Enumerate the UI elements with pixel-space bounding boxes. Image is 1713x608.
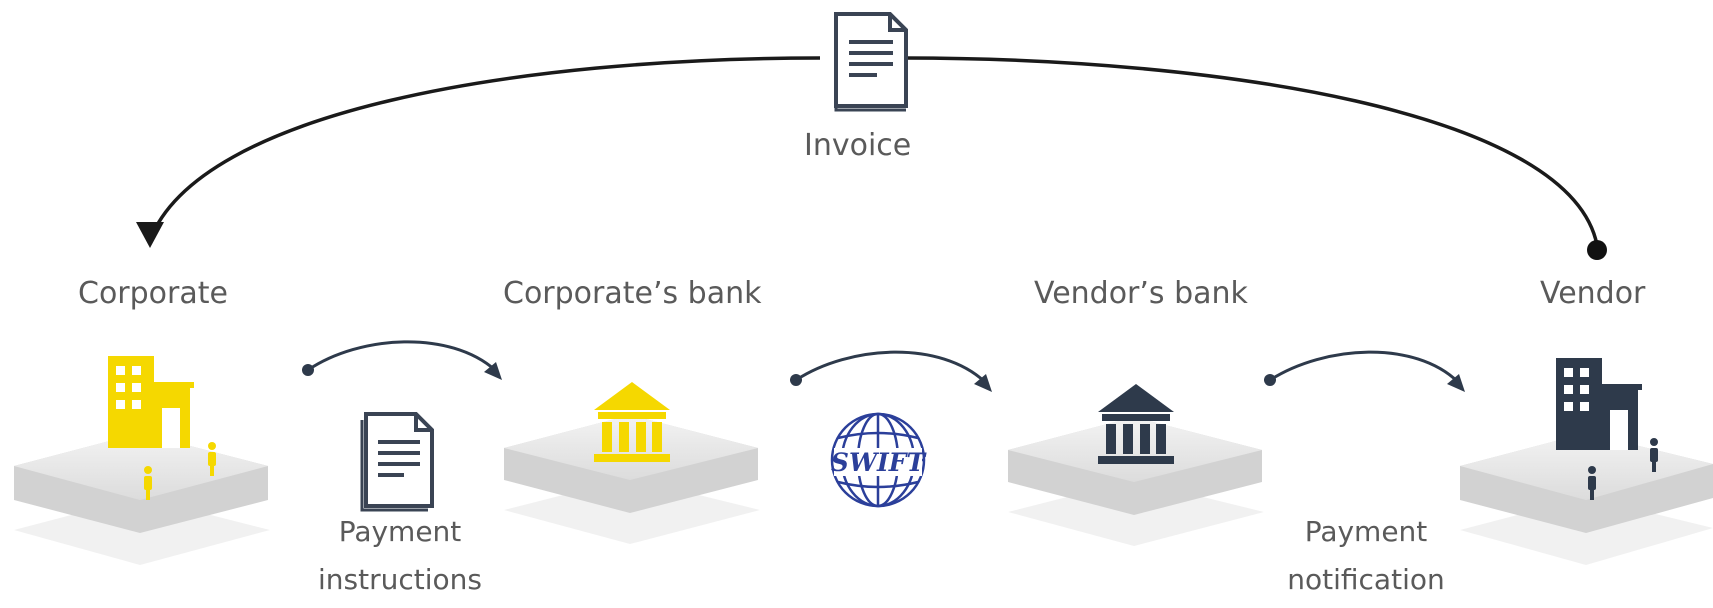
vendor-building-icon xyxy=(1556,358,1642,450)
node-label-vendors-bank: Vendor’s bank xyxy=(1034,276,1248,311)
node-label-corporate: Corporate xyxy=(78,276,228,311)
node-label-corporates-bank: Corporate’s bank xyxy=(503,276,762,311)
swift-label: SWIFT xyxy=(831,448,928,477)
document-icon xyxy=(360,412,434,512)
person-icon xyxy=(1588,438,1658,500)
flow-arrow-swift xyxy=(790,350,992,392)
platform-corporates-bank xyxy=(504,415,760,544)
platform-corporate xyxy=(14,433,270,565)
platform-vendors-bank xyxy=(1008,417,1264,546)
node-label-vendor: Vendor xyxy=(1540,276,1646,311)
payment-notification-caption: Payment notification xyxy=(1266,508,1466,604)
platform-vendor xyxy=(1460,433,1713,565)
flow-arrow-payment-instructions xyxy=(302,340,502,380)
vendors-bank-icon xyxy=(1098,384,1174,464)
payment-instructions-line1: Payment xyxy=(338,515,462,548)
payment-notification-line2: notification xyxy=(1287,563,1445,596)
payment-instructions-line2: instructions xyxy=(318,563,482,596)
invoice-arc-arrow xyxy=(136,56,1607,260)
payment-notification-line1: Payment xyxy=(1304,515,1428,548)
corporates-bank-icon xyxy=(594,382,670,462)
corporate-building-icon xyxy=(108,356,194,448)
flow-arrow-payment-notification xyxy=(1264,350,1465,392)
swift-globe-icon: SWIFT xyxy=(830,412,928,508)
invoice-label: Invoice xyxy=(804,128,912,163)
invoice-document-icon xyxy=(834,12,908,112)
person-icon xyxy=(144,442,216,500)
payment-instructions-caption: Payment instructions xyxy=(300,508,500,604)
